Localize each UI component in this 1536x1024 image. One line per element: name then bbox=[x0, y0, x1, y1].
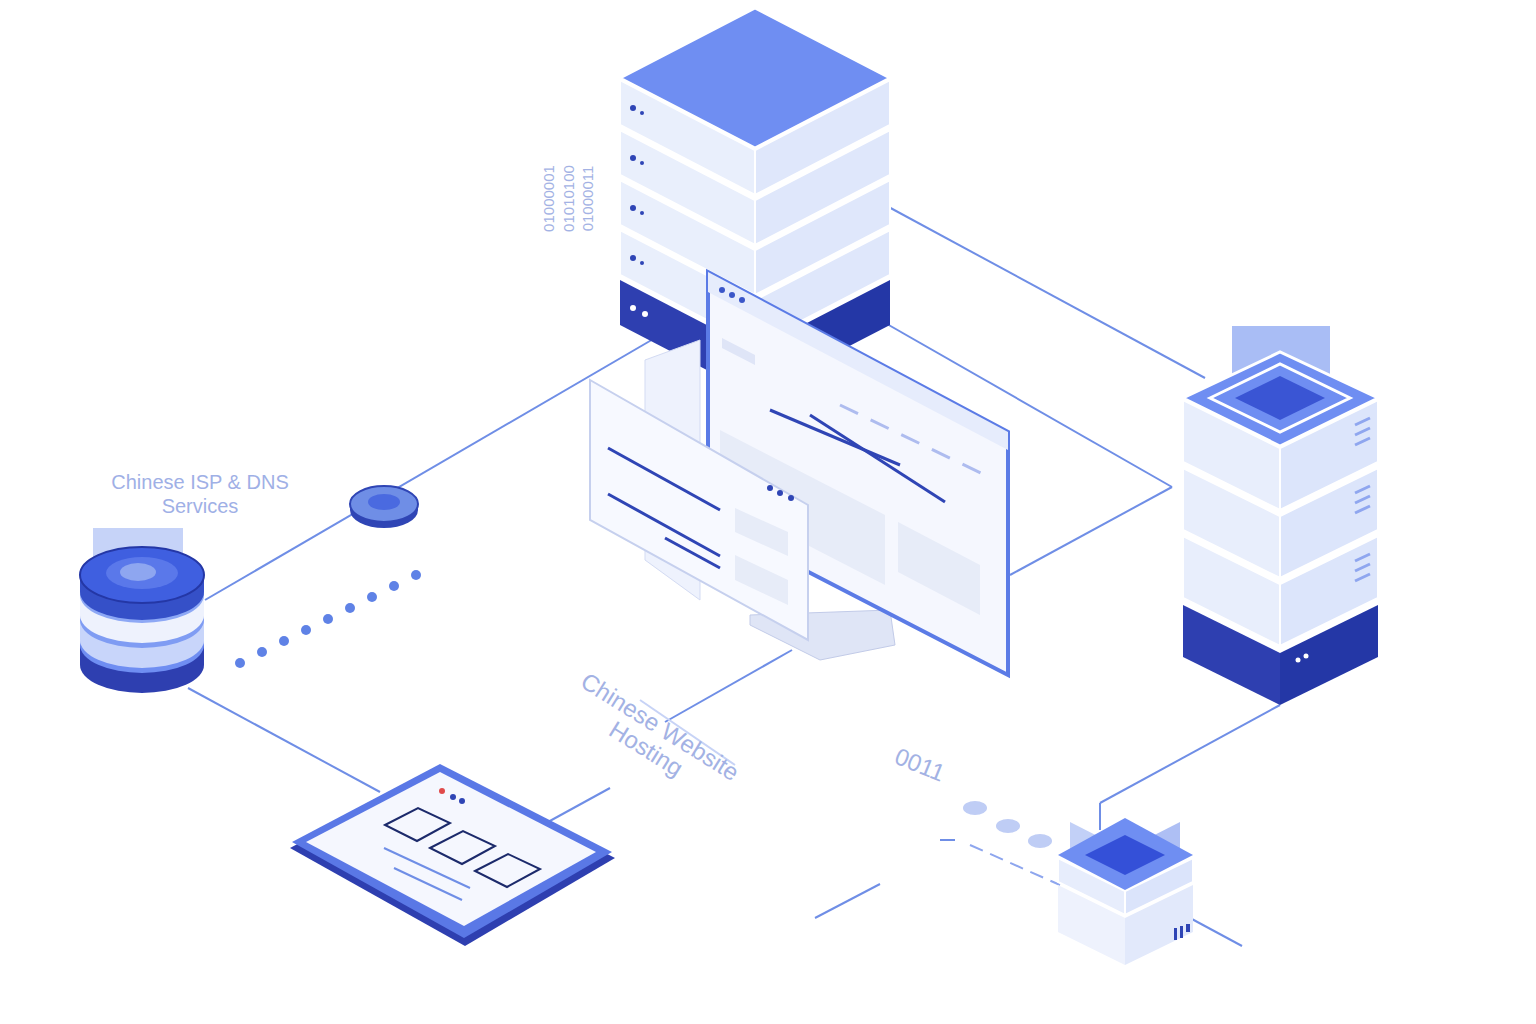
hosting-label: Chinese Website Hosting bbox=[533, 650, 773, 827]
isp-dns-node: Chinese ISP & DNS Services bbox=[100, 470, 300, 692]
binary-column: 01000001 bbox=[540, 165, 557, 232]
node-heading: Chinese ISP & DNS Services bbox=[100, 470, 300, 518]
binary-column: 01000011 bbox=[580, 165, 597, 231]
binary-column: 01010100 bbox=[560, 165, 577, 232]
binary-label: 0011 bbox=[891, 743, 949, 786]
